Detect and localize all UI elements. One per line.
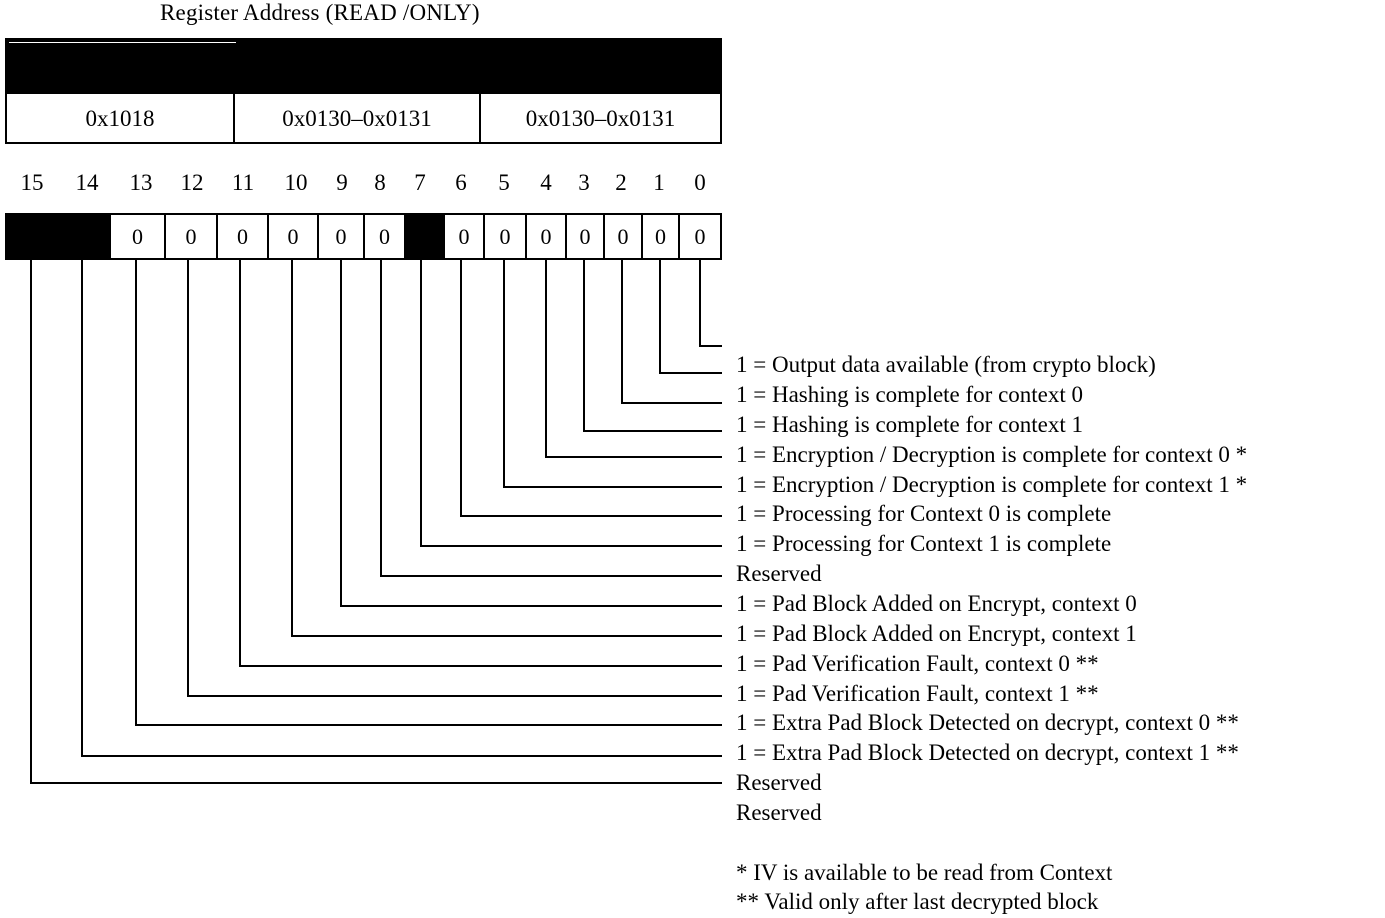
bit-number-0: 0 [694,170,706,195]
connector-bit-9 [340,260,722,607]
connector-bit-3 [583,260,722,432]
bit-description-9: 1 = Pad Block Added on Encrypt, context … [736,591,1137,616]
bit-cell-2: 0 [604,213,642,260]
bit-description-4: 1 = Encryption / Decryption is complete … [736,442,1248,467]
bit-number-5: 5 [498,170,510,195]
bit-number-7: 7 [414,170,426,195]
bit-cell-5: 0 [484,213,526,260]
bit-description-2: 1 = Hashing is complete for context 0 [736,382,1084,407]
bit-number-14: 14 [75,170,99,195]
bit-description-reserved-extra: Reserved [736,800,822,825]
bit-description-7: 1 = Processing for Context 1 is complete [736,531,1112,556]
bit-cell-1: 0 [642,213,679,260]
connector-bit-1 [659,260,722,374]
connector-bit-11 [239,260,722,667]
bit-cell-8: 0 [364,213,405,260]
address-table-header [7,40,720,94]
connector-bit-13 [135,260,722,726]
bit-number-11: 11 [231,170,255,195]
bit-cell-7 [405,213,444,260]
connector-bit-4 [545,260,722,458]
address-cell: 0x1018 [7,94,235,144]
bit-description-12: 1 = Pad Verification Fault, context 1 ** [736,681,1099,706]
footnote-single-asterisk: * IV is available to be read from Contex… [736,860,1113,885]
connector-bit-8 [380,260,722,577]
connector-bit-14 [81,260,722,757]
bit-number-10: 10 [284,170,308,195]
bit-number-6: 6 [455,170,467,195]
bit-number-13: 13 [129,170,153,195]
bit-description-10: 1 = Pad Block Added on Encrypt, context … [736,621,1137,646]
bit-number-1: 1 [653,170,665,195]
connector-bit-10 [291,260,722,637]
bit-number-4: 4 [540,170,552,195]
bit-description-14: 1 = Extra Pad Block Detected on decrypt,… [736,740,1239,765]
bit-cell-3: 0 [566,213,604,260]
footnote-double-asterisk: ** Valid only after last decrypted block [736,889,1099,914]
connector-bit-2 [621,260,722,404]
register-address-table: 0x1018 0x0130–0x0131 0x0130–0x0131 [5,38,722,144]
bit-number-12: 12 [180,170,204,195]
connector-bit-15 [30,260,722,784]
bit-description-5: 1 = Encryption / Decryption is complete … [736,472,1248,497]
bit-description-6: 1 = Processing for Context 0 is complete [736,501,1112,526]
bit-cell-15-14-reserved [5,213,110,260]
bit-number-9: 9 [336,170,348,195]
bit-description-11: 1 = Pad Verification Fault, context 0 ** [736,651,1099,676]
bit-cell-10: 0 [268,213,318,260]
bit-number-15: 15 [20,170,44,195]
bit-cell-6: 0 [444,213,484,260]
bit-description-15: Reserved [736,770,822,795]
connector-bit-5 [503,260,722,488]
bit-cell-0: 0 [679,213,722,260]
bit-cell-11: 0 [217,213,268,260]
bit-number-8: 8 [374,170,386,195]
connector-bit-12 [187,260,722,697]
bit-cell-4: 0 [526,213,566,260]
bit-cell-9: 0 [318,213,364,260]
bit-description-8: Reserved [736,561,822,586]
address-cell: 0x0130–0x0131 [235,94,481,144]
diagram-title: Register Address (READ /ONLY) [160,0,480,25]
address-cell: 0x0130–0x0131 [525,106,676,131]
connector-bit-0 [699,260,722,347]
bit-cell-12: 0 [165,213,217,260]
bit-cell-13: 0 [110,213,165,260]
bit-number-2: 2 [615,170,627,195]
connector-bit-6 [460,260,722,517]
bit-description-13: 1 = Extra Pad Block Detected on decrypt,… [736,710,1239,735]
header-divider [9,42,236,43]
bit-description-3: 1 = Hashing is complete for context 1 [736,412,1084,437]
bit-number-3: 3 [578,170,590,195]
bit-description-1: 1 = Output data available (from crypto b… [736,352,1156,377]
connector-bit-7 [420,260,722,547]
